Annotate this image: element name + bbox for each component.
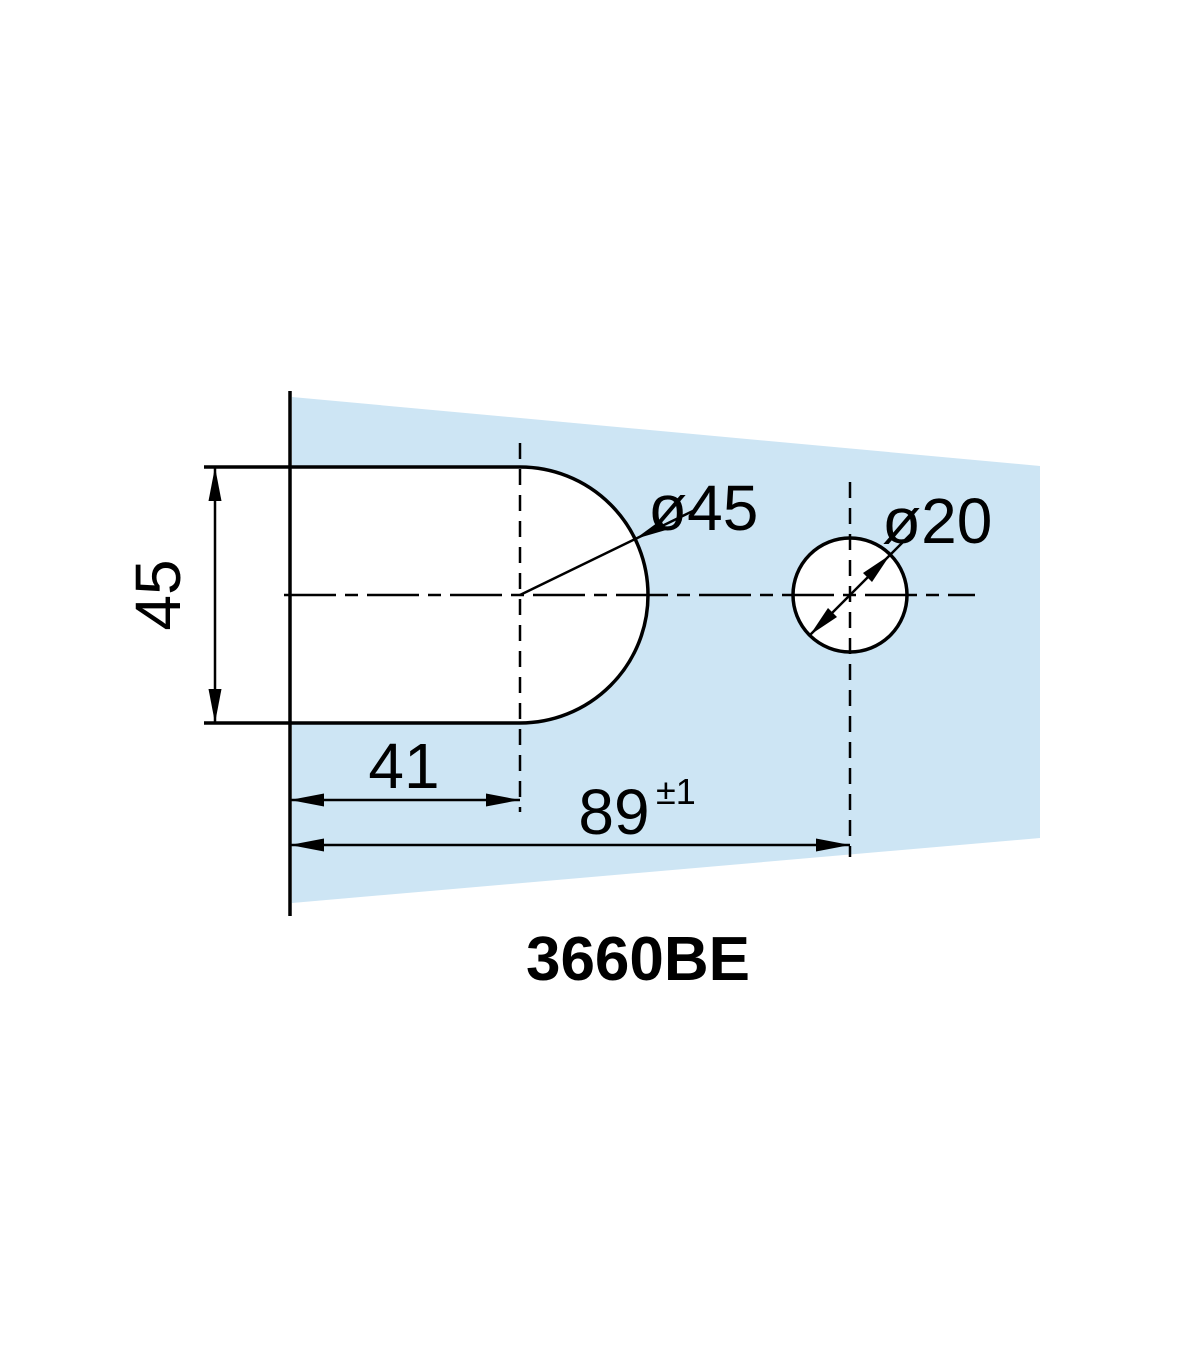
leader-line: [519, 507, 698, 597]
height-dimension-label: 45: [122, 559, 194, 630]
dimension-offset-41: 41: [290, 730, 520, 807]
callout-body-diameter: ø45: [519, 472, 758, 597]
diameter-arrow-lower-icon: [810, 608, 837, 635]
dimension-height-45: 45: [122, 467, 222, 723]
arrow-up-icon: [208, 467, 222, 501]
hole-diameter-label: ø20: [882, 485, 992, 557]
dimension-span-89: 89 ±1: [290, 771, 850, 852]
arrow-down-icon: [208, 689, 222, 723]
diameter-arrow-upper-icon: [863, 555, 890, 582]
body-diameter-label: ø45: [648, 472, 758, 544]
span-dimension-label: 89: [578, 776, 649, 848]
part-number-title: 3660BE: [526, 925, 750, 994]
arrow-left-icon: [290, 838, 324, 852]
arrow-right-icon: [486, 793, 520, 807]
offset-dimension-label: 41: [368, 730, 439, 802]
arrow-right-icon: [816, 838, 850, 852]
leader-arrow-icon: [635, 520, 666, 539]
callout-hole-diameter: ø20: [809, 485, 992, 636]
span-tolerance-label: ±1: [656, 771, 696, 812]
arrow-left-icon: [290, 793, 324, 807]
